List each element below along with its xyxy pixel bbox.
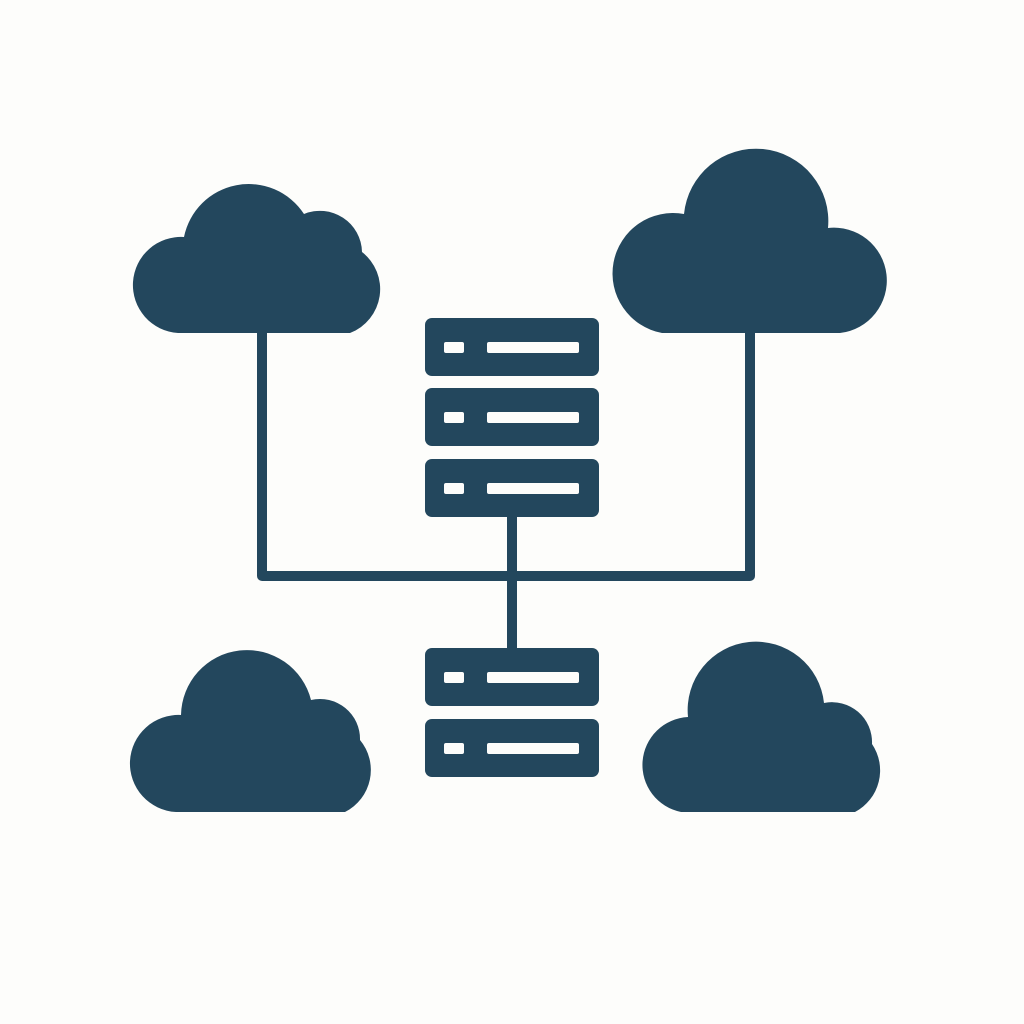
cloud-icon xyxy=(129,650,371,812)
cloud-icon xyxy=(132,184,381,333)
server-slot xyxy=(487,672,579,683)
server-led xyxy=(444,672,464,683)
cloud-icon xyxy=(612,148,887,333)
connector-top-left-cloud xyxy=(257,325,517,581)
server-unit xyxy=(425,459,599,517)
server-slot xyxy=(487,743,579,754)
server-rack-icon xyxy=(425,648,599,777)
server-led xyxy=(444,743,464,754)
cloud-top-left xyxy=(132,184,381,333)
cloud-bottom-right xyxy=(642,641,881,812)
server-unit xyxy=(425,648,599,706)
server-slot xyxy=(487,412,579,423)
server-led xyxy=(444,342,464,353)
server-slot xyxy=(487,342,579,353)
cloud-icon xyxy=(642,641,881,812)
server-led xyxy=(444,412,464,423)
server-led xyxy=(444,483,464,494)
connector-lines xyxy=(257,325,755,655)
server-unit xyxy=(425,388,599,446)
server-unit xyxy=(425,719,599,777)
server-unit xyxy=(425,318,599,376)
cloud-bottom-left xyxy=(129,650,371,812)
server-slot xyxy=(487,483,579,494)
connector-top-right-cloud xyxy=(507,325,755,581)
server-rack-icon xyxy=(425,318,599,517)
cloud-top-right xyxy=(612,148,887,333)
